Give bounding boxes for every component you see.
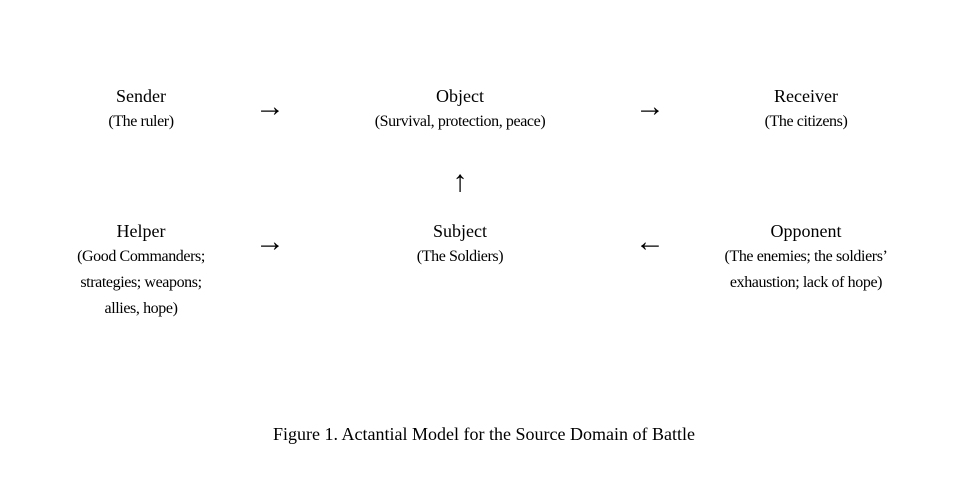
object-title: Object — [436, 86, 484, 106]
helper-node: Helper (Good Commanders; strategies; wea… — [0, 218, 291, 322]
receiver-node: Receiver (The citizens) — [656, 83, 956, 135]
sender-node: Sender (The ruler) — [0, 83, 291, 135]
helper-title: Helper — [116, 221, 166, 241]
opponent-title: Opponent — [770, 221, 842, 241]
subject-node: Subject (The Soldiers) — [310, 218, 610, 270]
object-desc: (Survival, protection, peace) — [374, 113, 546, 130]
receiver-title: Receiver — [774, 86, 838, 106]
subject-title: Subject — [433, 221, 487, 241]
arrow-helper-to-subject: → — [255, 225, 285, 258]
figure-caption: Figure 1. Actantial Model for the Source… — [273, 424, 695, 444]
object-node: Object (Survival, protection, peace) — [310, 83, 610, 135]
opponent-desc-line: exhaustion; lack of hope) — [729, 274, 883, 291]
arrow-sender-to-object: → — [255, 90, 285, 123]
opponent-node: Opponent (The enemies; the soldiers’ exh… — [656, 218, 956, 296]
subject-desc: (The Soldiers) — [416, 248, 504, 265]
arrow-subject-to-object: ↑ — [452, 165, 468, 198]
arrow-opponent-to-subject: ← — [635, 225, 665, 258]
arrow-object-to-receiver: → — [635, 90, 665, 123]
helper-desc-line: strategies; weapons; — [80, 274, 202, 291]
helper-desc-line: (Good Commanders; — [77, 248, 205, 265]
receiver-desc: (The citizens) — [764, 113, 848, 130]
opponent-desc-line: (The enemies; the soldiers’ — [724, 248, 888, 265]
helper-desc-line: allies, hope) — [104, 300, 178, 317]
sender-desc: (The ruler) — [108, 113, 174, 130]
sender-title: Sender — [116, 86, 166, 106]
